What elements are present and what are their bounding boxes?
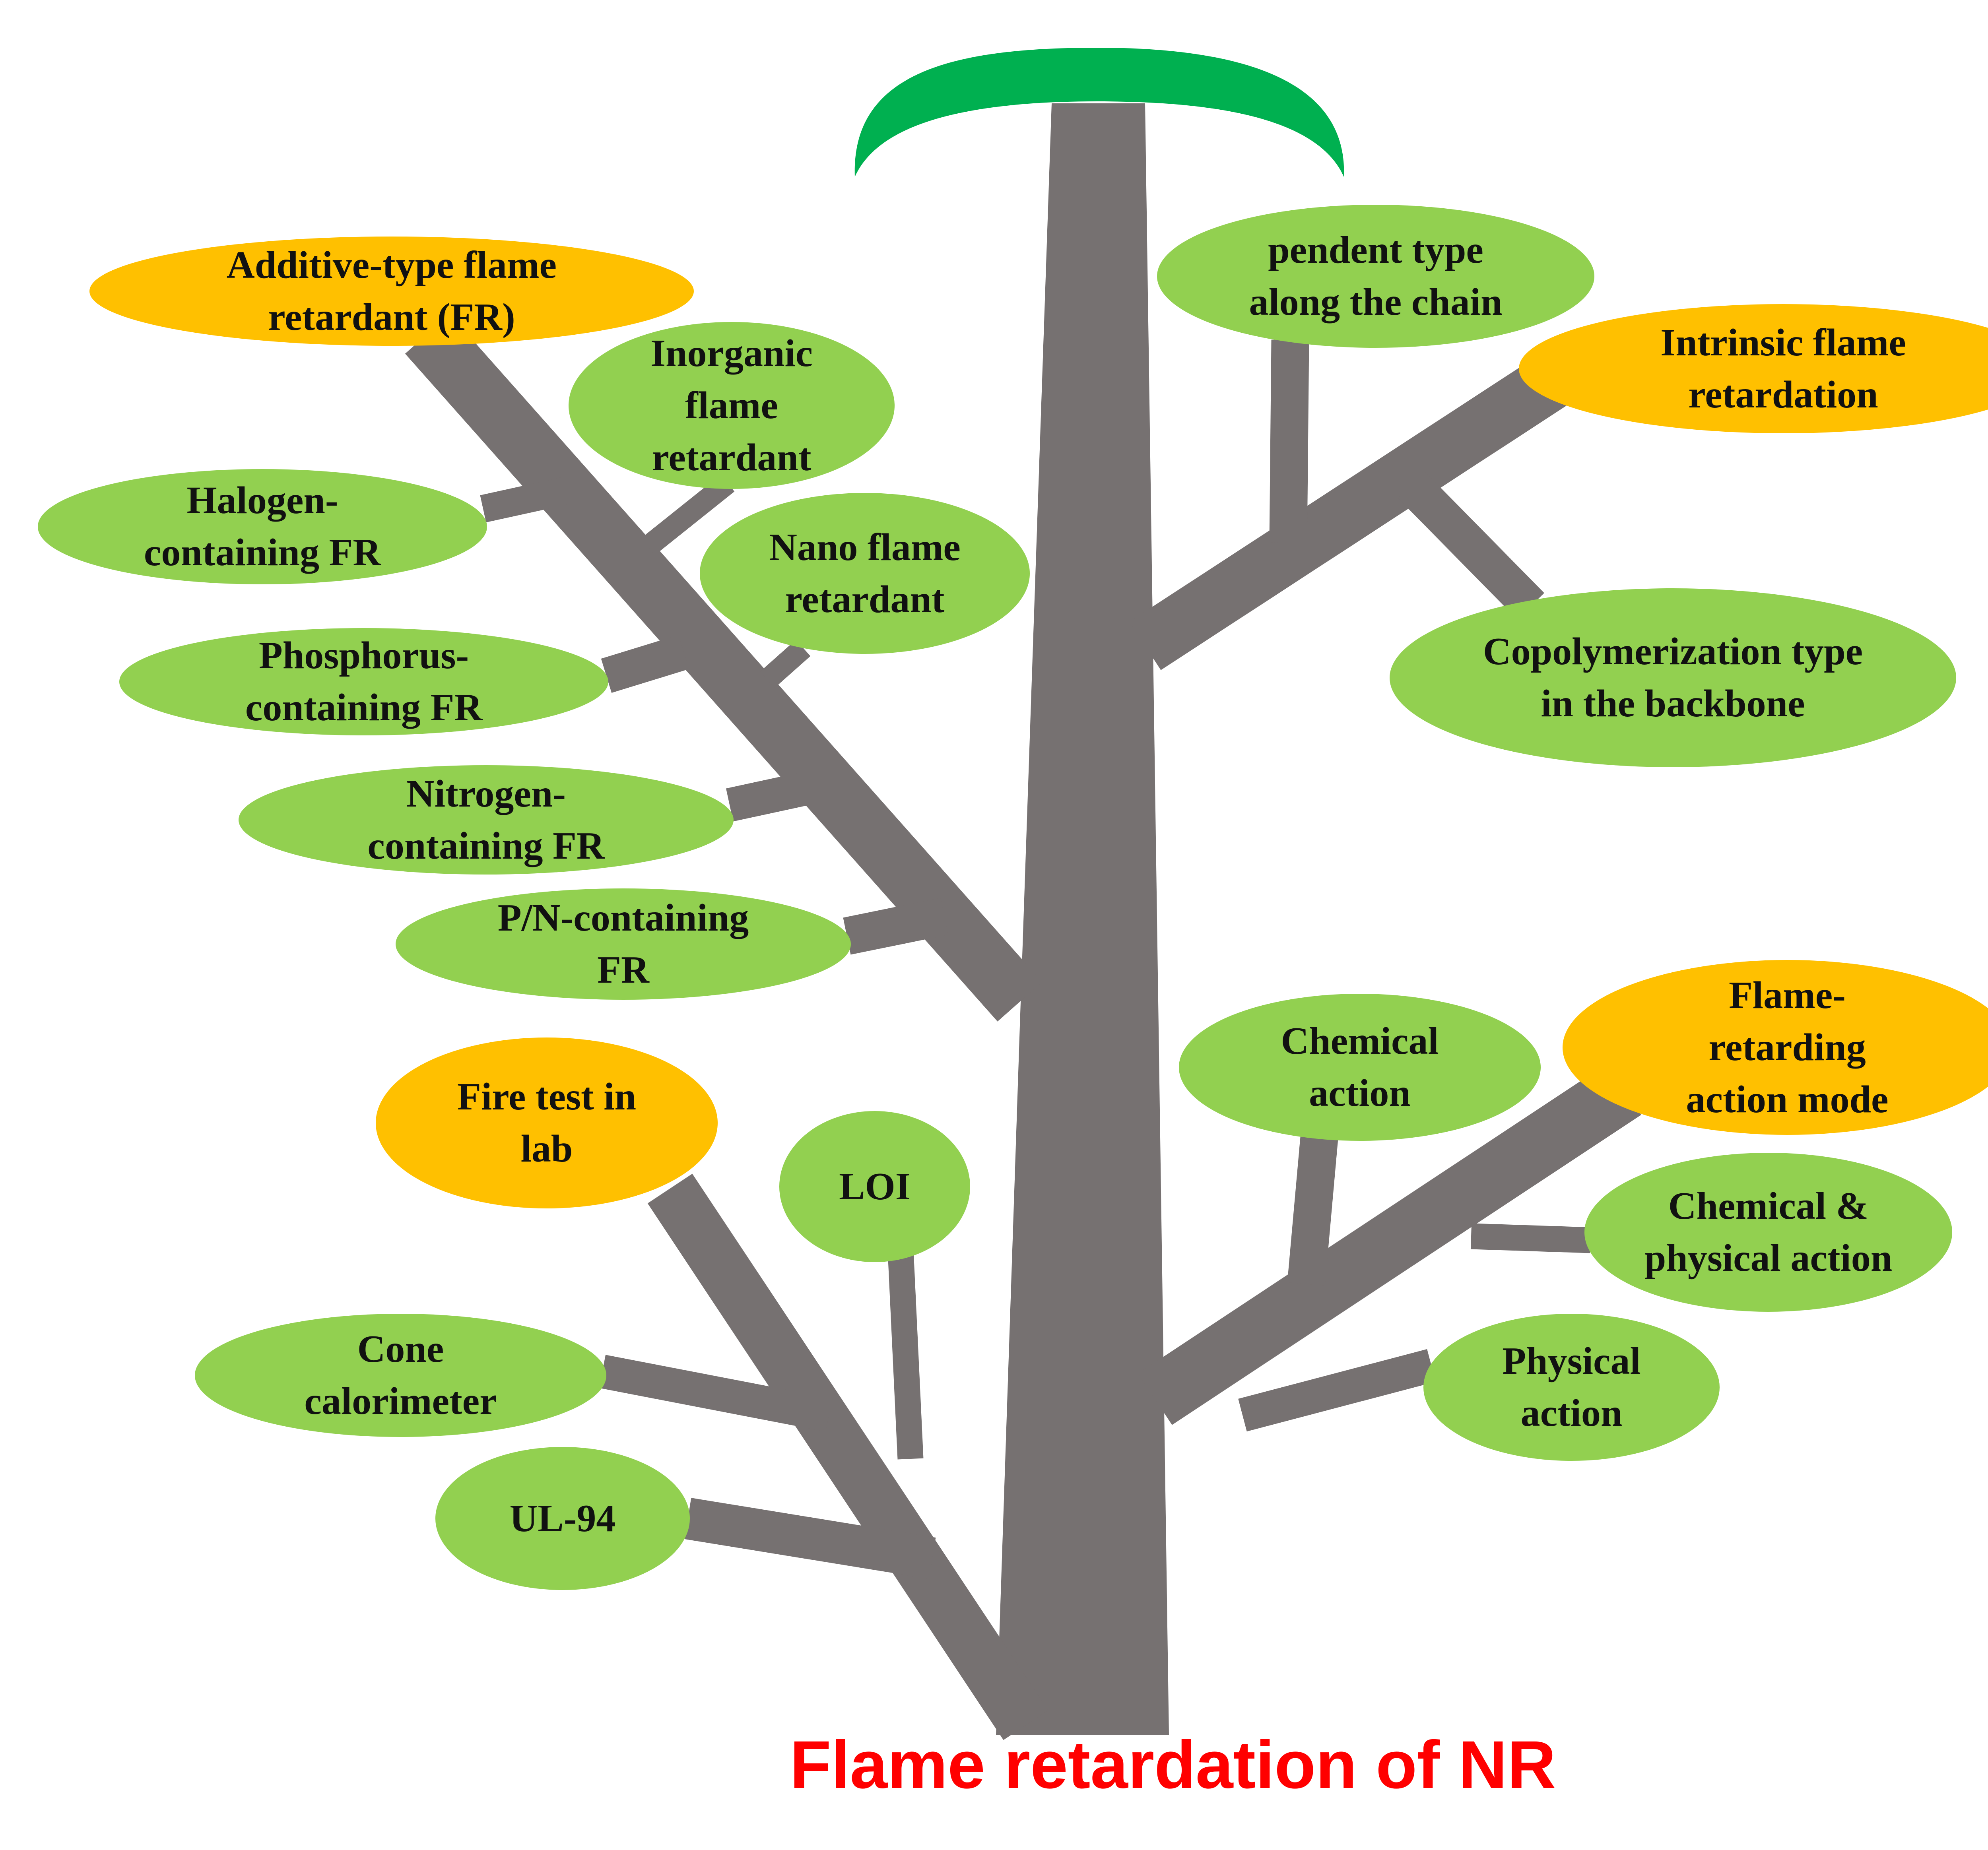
node-inorganic-fr: Inorganic flame retardant <box>569 322 895 489</box>
node-additive-type-fr: Additive-type flame retardant (FR) <box>89 237 694 346</box>
twig-inorganic <box>641 474 735 555</box>
node-action-mode: Flame-retarding action mode <box>1563 960 1988 1135</box>
twig-chemical <box>1287 1127 1339 1286</box>
twig-nitrogen <box>726 772 807 822</box>
branch-action-mode <box>1138 1063 1641 1425</box>
tree-crown <box>854 48 1344 177</box>
node-cone-calorimeter: Cone calorimeter <box>195 1314 606 1437</box>
node-pendent-type: pendent type along the chain <box>1157 205 1594 348</box>
twig-halogen <box>480 477 568 523</box>
branch-additive <box>405 314 1043 1022</box>
twig-nano <box>760 640 811 688</box>
node-fire-test: Fire test in lab <box>376 1037 718 1208</box>
node-physical-action: Physical action <box>1423 1314 1720 1461</box>
twig-ul94 <box>684 1498 936 1579</box>
twig-loi <box>887 1249 924 1460</box>
node-intrinsic-fr: Intrinsic flame retardation <box>1519 304 1988 433</box>
diagram-title: Flame retardation of NR <box>790 1727 1556 1803</box>
node-nitrogen-fr: Nitrogen-containing FR <box>239 765 734 875</box>
tree-trunk <box>996 103 1169 1735</box>
node-chemical-action: Chemical action <box>1179 994 1541 1141</box>
twig-cone <box>599 1355 833 1432</box>
node-nano-fr: Nano flame retardant <box>700 493 1030 654</box>
twig-pn <box>843 898 948 955</box>
node-loi: LOI <box>779 1111 970 1262</box>
node-copolymerization-type: Copolymerization type in the backbone <box>1390 588 1956 767</box>
twig-phosphorus <box>601 634 689 693</box>
node-halogen-fr: Halogen-containing FR <box>38 469 487 584</box>
twig-pendent <box>1269 339 1309 543</box>
twig-copolymerization <box>1398 471 1544 620</box>
node-phosphorus-fr: Phosphorus-containing FR <box>119 628 608 735</box>
branch-intrinsic <box>1129 357 1567 670</box>
branch-fire-test <box>647 1173 1048 1740</box>
node-ul94: UL-94 <box>435 1447 690 1590</box>
twig-physical <box>1238 1349 1436 1432</box>
node-chem-phys-action: Chemical & physical action <box>1584 1153 1952 1312</box>
node-pn-fr: P/N-containing FR <box>396 888 851 1000</box>
twig-chem-phys <box>1470 1223 1591 1253</box>
